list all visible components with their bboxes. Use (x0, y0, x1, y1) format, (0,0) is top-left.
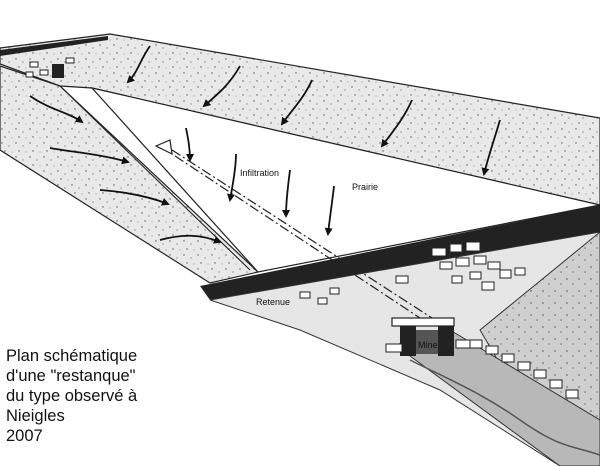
mine-structure (385, 317, 471, 356)
caption-line-3: du type observé à (6, 387, 138, 405)
arrow-icon (126, 45, 151, 84)
gallery-line-1 (159, 145, 421, 319)
prairie-area (90, 86, 600, 273)
arrow-icon (280, 79, 313, 126)
upper-mine-entrance (25, 57, 75, 78)
label-mine: Mine (418, 340, 438, 350)
arrow-icon (202, 65, 241, 108)
label-infiltration: Infiltration (240, 168, 279, 178)
retenue-wall-band (200, 205, 600, 300)
caption-line-1: Plan schématique (6, 347, 138, 365)
arrow-icon (185, 127, 194, 162)
arrow-icon (99, 189, 170, 206)
gallery-origin-marker (154, 139, 173, 156)
gallery-line-2 (171, 149, 433, 319)
caption-line-2: d'une "restanque" (6, 367, 136, 385)
label-retenue: Retenue (256, 297, 290, 307)
arrow-icon (282, 169, 291, 218)
left-slope (0, 65, 260, 284)
runoff-arrows (29, 45, 501, 244)
arrow-icon (380, 99, 413, 148)
top-left-dark-band (0, 36, 108, 56)
arrow-icon (324, 185, 335, 236)
stones-group (299, 241, 579, 399)
caption-line-5: 2007 (6, 427, 43, 445)
arrow-icon (29, 95, 84, 124)
stream-line (409, 359, 600, 456)
arrow-icon (49, 147, 130, 165)
label-prairie: Prairie (352, 182, 378, 192)
arrow-icon (481, 119, 501, 176)
caption-line-4: Nieigles (6, 407, 65, 425)
caption: Plan schématique d'une "restanque" du ty… (6, 346, 236, 446)
arrow-icon (227, 153, 237, 202)
arrow-icon (159, 234, 222, 244)
